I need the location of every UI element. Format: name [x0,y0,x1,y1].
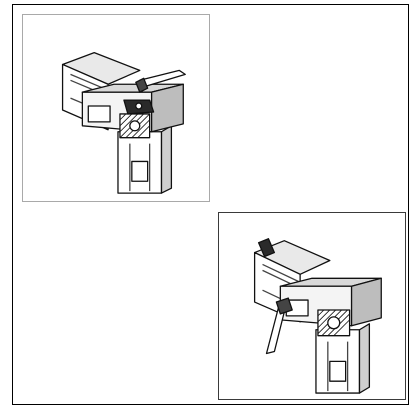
clamp-illustration-lever-up [61,51,186,194]
figure-panel-lever-down [218,212,406,400]
figure-panel-lever-up [22,14,210,202]
clamp-illustration-lever-down [253,238,382,394]
